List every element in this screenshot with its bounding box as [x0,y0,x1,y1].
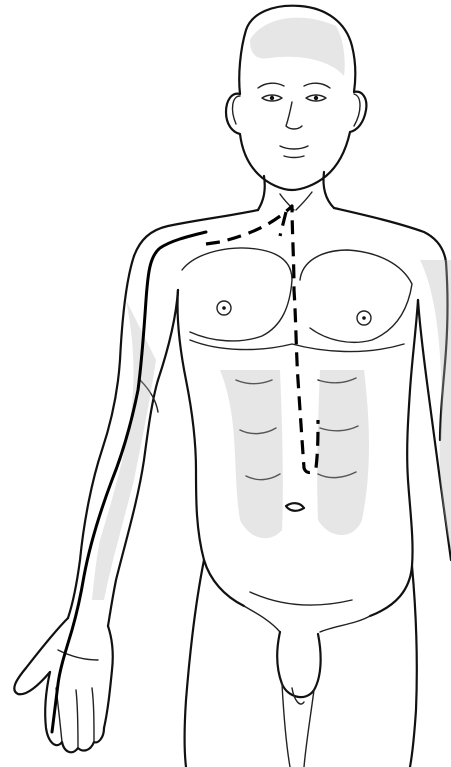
left-ear [233,96,240,124]
mouth [280,146,308,149]
nose [286,102,302,129]
right-pectoral [300,250,412,342]
left-pupil [270,96,274,100]
torso [134,208,446,632]
left-nipple [217,301,231,315]
left-eyebrow [258,83,284,88]
right-nipple [357,311,371,325]
left-hand [14,618,112,752]
right-pupil [314,96,318,100]
legs [185,560,417,767]
head [226,6,366,190]
right-ear [354,94,360,126]
dashed-pathway-branch [280,212,286,236]
navel [286,503,304,511]
right-eyebrow [304,83,330,88]
right-arm [418,260,451,560]
left-pectoral [182,248,292,341]
neck [258,172,334,210]
